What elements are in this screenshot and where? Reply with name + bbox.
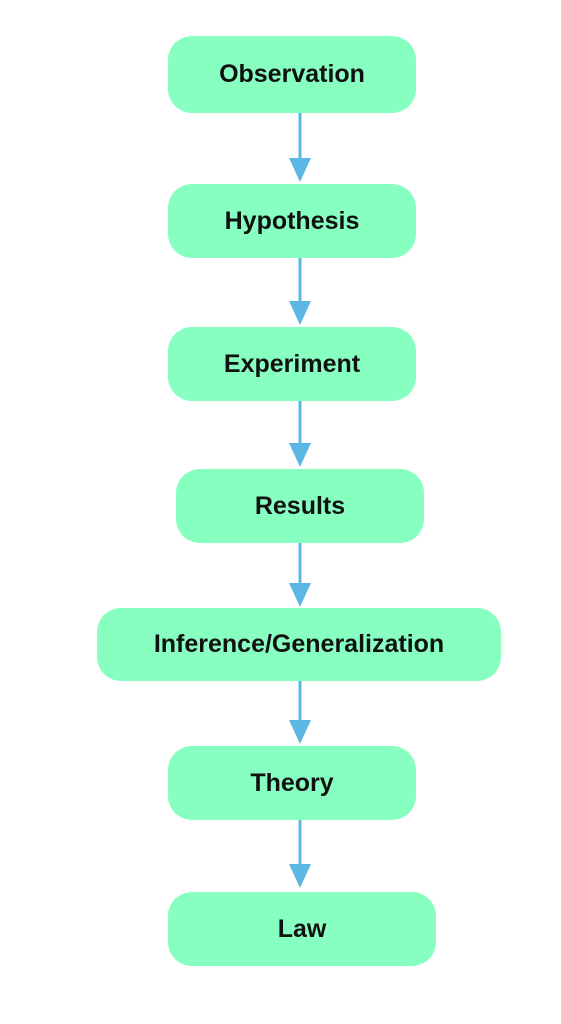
node-law: Law xyxy=(168,892,436,966)
node-experiment: Experiment xyxy=(168,327,416,401)
node-label: Observation xyxy=(219,60,365,88)
arrow-observation-to-hypothesis xyxy=(289,113,311,182)
node-label: Theory xyxy=(250,768,334,797)
arrow-theory-to-law xyxy=(289,820,311,888)
node-label: Inference/Generalization xyxy=(153,630,445,658)
node-label: Results xyxy=(254,491,346,520)
node-label: Law xyxy=(277,914,327,943)
node-label: Hypothesis xyxy=(224,206,360,235)
node-inference-generalization: Inference/Generalization xyxy=(97,608,501,681)
node-theory: Theory xyxy=(168,746,416,820)
arrow-inference-to-theory xyxy=(289,681,311,744)
node-observation: Observation xyxy=(168,36,416,113)
arrow-results-to-inference xyxy=(289,543,311,607)
arrow-hypothesis-to-experiment xyxy=(289,258,311,325)
node-hypothesis: Hypothesis xyxy=(168,184,416,258)
node-label: Experiment xyxy=(223,349,361,378)
arrow-experiment-to-results xyxy=(289,401,311,467)
node-results: Results xyxy=(176,469,424,543)
